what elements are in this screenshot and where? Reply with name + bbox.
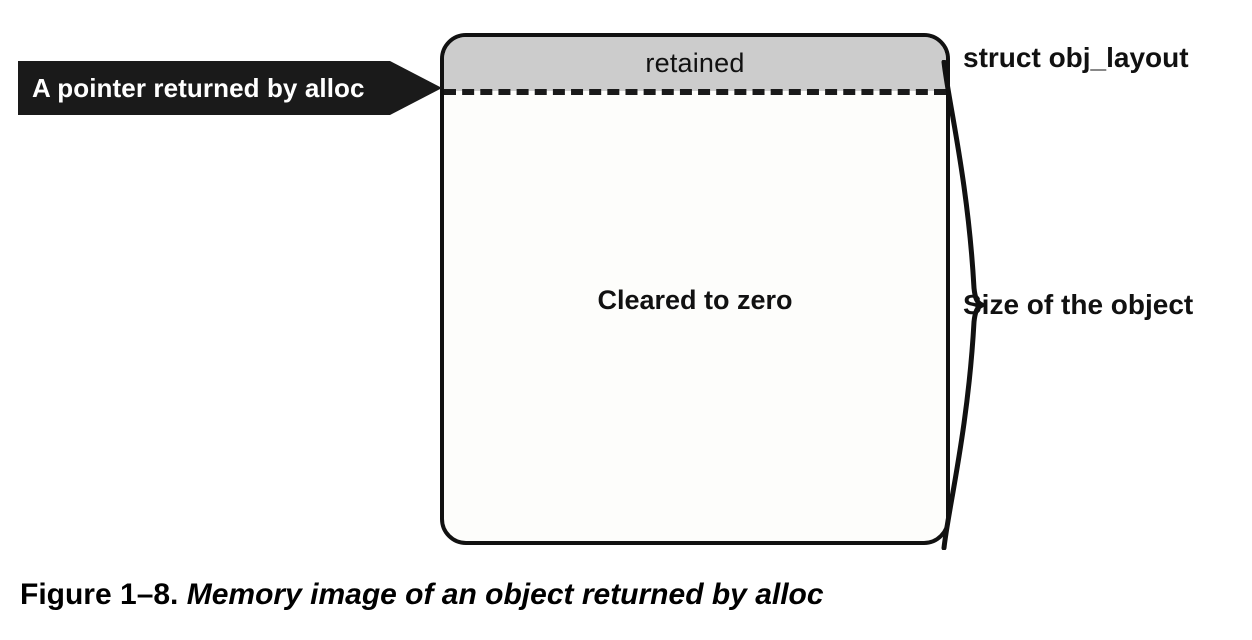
curly-brace-icon	[941, 60, 985, 550]
size-of-object-label: Size of the object	[963, 289, 1194, 320]
pointer-callout-banner: A pointer returned by alloc	[18, 61, 442, 115]
retained-header-band: retained	[444, 37, 946, 91]
size-brace	[938, 60, 988, 550]
banner-arrow-shape	[18, 61, 442, 115]
retained-label: retained	[645, 47, 745, 78]
figure-caption: Figure 1–8. Memory image of an object re…	[20, 580, 824, 610]
struct-obj-layout-label: struct obj_layout	[963, 42, 1189, 73]
figure-caption-number: Figure 1–8.	[20, 578, 179, 611]
pointer-boundary-dashed-line	[444, 89, 946, 95]
cleared-to-zero-label: Cleared to zero	[597, 285, 793, 315]
object-memory-box: retained Cleared to zero	[440, 33, 950, 545]
figure-caption-title: Memory image of an object returned by al…	[186, 578, 824, 611]
